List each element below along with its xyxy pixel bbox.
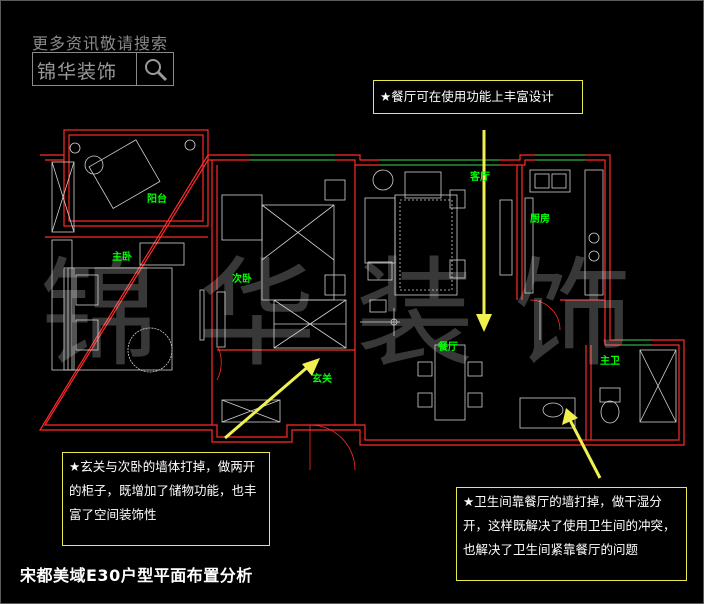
room-label-living: 客厅 [470,172,490,183]
watermark-caption: 更多资讯敬请搜索 [32,34,169,53]
note-bath: ★卫生间靠餐厅的墙打掉，做干湿分开，这样既解决了使用卫生间的冲突，也解决了卫生间… [456,487,687,581]
room-label-master: 主卧 [112,252,132,263]
walls [38,129,685,446]
note-foyer: ★玄关与次卧的墙体打掉，做两开的柜子，既增加了储物功能，也丰富了空间装饰性 [62,452,270,546]
windows [250,154,652,346]
watermark-brand: 锦华装饰 [37,61,118,83]
note-dining: ★餐厅可在使用功能上丰富设计 [373,80,583,114]
room-label-dining: 餐厅 [438,342,458,353]
room-label-second: 次卧 [232,274,252,285]
watermark-search-box: 锦华装饰 [32,52,174,86]
annotation-arrows [224,130,602,479]
magnifier-icon [136,53,173,85]
furniture [51,139,677,471]
plan-title: 宋都美域E30户型平面布置分析 [20,566,253,585]
room-label-master-bath: 主卫 [600,356,620,367]
room-label-kitchen: 厨房 [530,214,550,225]
room-label-foyer: 玄关 [312,374,332,385]
room-label-balcony: 阳台 [147,194,167,205]
